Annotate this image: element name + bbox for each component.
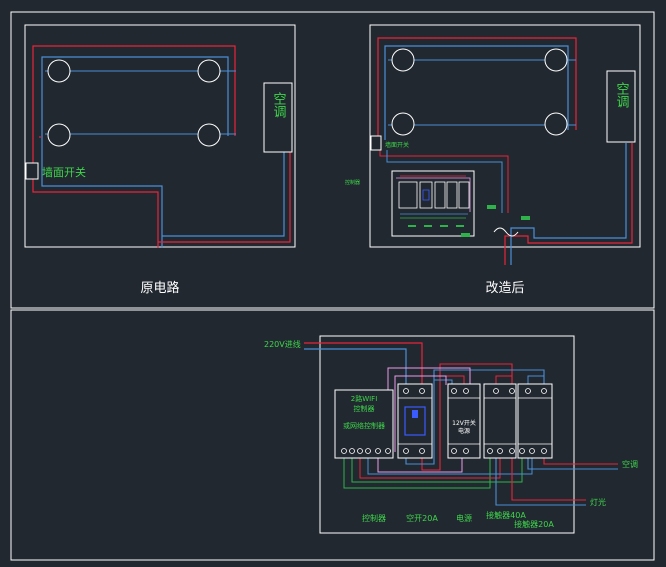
ceiling-lamp-icon (197, 123, 221, 147)
ceiling-lamp-icon (47, 123, 71, 147)
contactor-20a (517, 383, 553, 459)
modified-circuit: 墙面开关 控制器 空调 改造后 (345, 24, 641, 296)
input-neutral-wire (304, 348, 407, 385)
controller-terminals (341, 448, 391, 454)
wall-switch-icon (370, 135, 382, 151)
blue-wire-modified (384, 45, 569, 140)
red-wire-modified (377, 37, 577, 136)
caption-modified: 改造后 (485, 281, 524, 296)
input-live-wire (304, 342, 423, 385)
caption-original: 原电路 (140, 280, 179, 296)
ceiling-lamp-icon (391, 48, 415, 72)
svg-text:12V开关: 12V开关 (452, 419, 476, 427)
blue-wire-original (41, 56, 229, 248)
wall-switch-label: 墙面开关 (42, 165, 86, 179)
svg-text:或网络控制器: 或网络控制器 (343, 421, 385, 430)
room-frame-original (24, 24, 296, 248)
output-light-live (511, 458, 586, 501)
caption-controller: 控制器 (362, 513, 386, 523)
bottom-panel-frame (10, 309, 655, 561)
breaker-handle-icon (404, 406, 426, 436)
svg-text:控制器: 控制器 (354, 404, 375, 413)
ceiling-lamp-icon (544, 112, 568, 136)
red-wire-original (32, 45, 236, 248)
detailed-wiring: 220V进线 空调 灯光 2路WIFI 控制器 或网络控制器 (264, 335, 638, 534)
distribution-box-frame (319, 335, 575, 534)
air-conditioner-unit (263, 82, 293, 153)
controller-tiny-label: 控制器 (345, 179, 360, 186)
svg-text:2路WIFI: 2路WIFI (351, 394, 378, 403)
top-panel-frame (10, 11, 655, 309)
ac-label: 空调 (614, 82, 630, 108)
original-circuit: 墙面开关 空调 原电路 (24, 24, 296, 296)
caption-breaker: 空开20A (406, 513, 438, 523)
output-light-label: 灯光 (590, 497, 606, 507)
caption-contactor-40a: 接触器40A (486, 510, 526, 520)
wifi-controller (334, 389, 394, 459)
input-feed-label: 220V进线 (264, 339, 301, 349)
wall-switch-label-small: 墙面开关 (385, 141, 409, 149)
ceiling-lamp-icon (197, 59, 221, 83)
ceiling-lamp-icon (47, 59, 71, 83)
ac-label: 空调 (271, 92, 287, 118)
breaker-20a (397, 383, 433, 459)
ceiling-lamp-icon (391, 112, 415, 136)
output-ac-neutral (527, 458, 618, 470)
psu-12v (447, 383, 481, 459)
caption-contactor-20a: 接触器20A (514, 519, 554, 529)
output-ac-label: 空调 (622, 459, 638, 469)
air-conditioner-unit (606, 70, 636, 143)
wall-switch-icon (25, 162, 39, 180)
output-ac-live (543, 458, 618, 465)
contactor-40a (483, 383, 517, 459)
output-light-neutral (495, 458, 586, 506)
caption-power: 电源 (456, 513, 472, 523)
ceiling-lamp-icon (544, 48, 568, 72)
svg-text:电源: 电源 (458, 427, 470, 435)
